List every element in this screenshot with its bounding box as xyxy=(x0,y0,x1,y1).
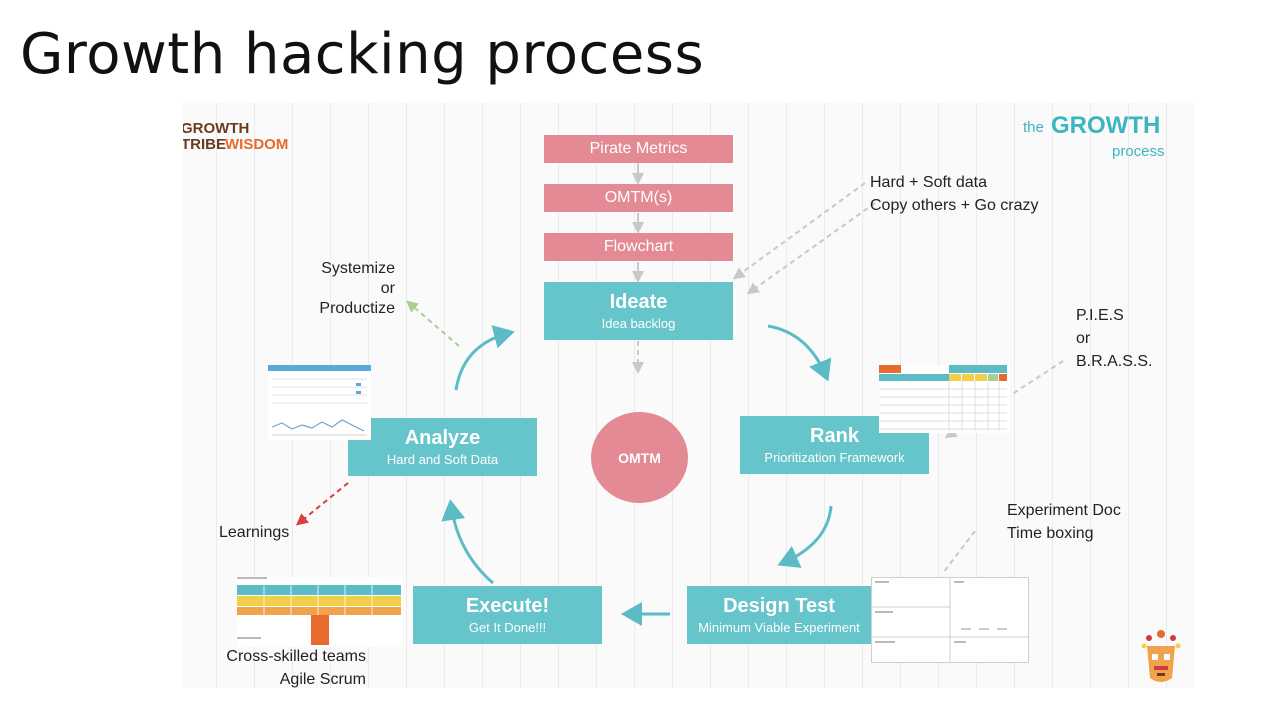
execute-step: Execute! Get It Done!!! xyxy=(413,586,602,644)
brand-wisdom: WISDOM xyxy=(225,136,289,153)
analyze-step: Analyze Hard and Soft Data xyxy=(348,418,537,476)
analyze-subtitle: Hard and Soft Data xyxy=(386,452,499,467)
brand-tribe: TRIBE xyxy=(183,136,226,153)
note-line: Hard + Soft data xyxy=(870,174,987,191)
frameworks-note: P.I.E.S or B.R.A.S.S. xyxy=(1076,304,1152,373)
ideate-subtitle: Idea backlog xyxy=(601,316,676,331)
experiment-doc-thumbnail xyxy=(871,577,1029,663)
pies-spreadsheet-thumbnail xyxy=(879,365,1010,433)
diagram-canvas: GROWTH TRIBE WISDOM the GROWTH process P… xyxy=(183,103,1195,688)
execute-title: Execute! xyxy=(465,595,550,617)
data-sources-note: Hard + Soft data Copy others + Go crazy xyxy=(870,171,1039,217)
note-line: Systemize xyxy=(321,260,395,277)
omtm-center-circle: OMTM xyxy=(591,412,688,503)
tribe-mascot-icon xyxy=(1141,630,1181,682)
learnings-note: Learnings xyxy=(219,524,290,541)
brand-process: process xyxy=(1112,143,1165,160)
note-line: or xyxy=(1076,330,1091,347)
t-shaped-skills-thumbnail xyxy=(237,577,403,647)
analyze-title: Analyze xyxy=(404,427,481,449)
note-line: P.I.E.S xyxy=(1076,307,1124,324)
design-test-step: Design Test Minimum Viable Experiment xyxy=(687,586,871,644)
rank-title: Rank xyxy=(810,425,859,447)
design-title: Design Test xyxy=(723,595,835,617)
slide-title: Growth hacking process xyxy=(20,22,705,87)
brand-the: the xyxy=(1023,119,1044,136)
rank-subtitle: Prioritization Framework xyxy=(764,450,905,465)
analytics-dashboard-thumbnail xyxy=(268,365,371,440)
note-line: Cross-skilled teams xyxy=(226,648,366,665)
pirate-metrics-box: Pirate Metrics xyxy=(544,135,733,163)
teams-note: Cross-skilled teams Agile Scrum xyxy=(183,645,366,688)
note-line: Agile Scrum xyxy=(279,671,366,688)
ideate-title: Ideate xyxy=(609,291,668,313)
brand-growth-big: GROWTH xyxy=(1051,112,1161,139)
systemize-note: Systemize or Productize xyxy=(293,259,395,319)
flowchart-box: Flowchart xyxy=(544,233,733,261)
omtm-box: OMTM(s) xyxy=(544,184,733,212)
note-line: or xyxy=(380,280,395,297)
execute-subtitle: Get It Done!!! xyxy=(468,620,547,635)
brand-growth: GROWTH xyxy=(183,120,250,137)
note-line: B.R.A.S.S. xyxy=(1076,353,1153,370)
note-line: Productize xyxy=(319,300,395,317)
note-line: Copy others + Go crazy xyxy=(870,197,1039,214)
note-line: Time boxing xyxy=(1007,525,1094,542)
design-subtitle: Minimum Viable Experiment xyxy=(698,620,860,635)
connector-arrows xyxy=(295,163,1064,636)
ideate-step: Ideate Idea backlog xyxy=(544,282,733,340)
note-line: Experiment Doc xyxy=(1007,502,1121,519)
experiment-note: Experiment Doc Time boxing xyxy=(1007,499,1121,545)
